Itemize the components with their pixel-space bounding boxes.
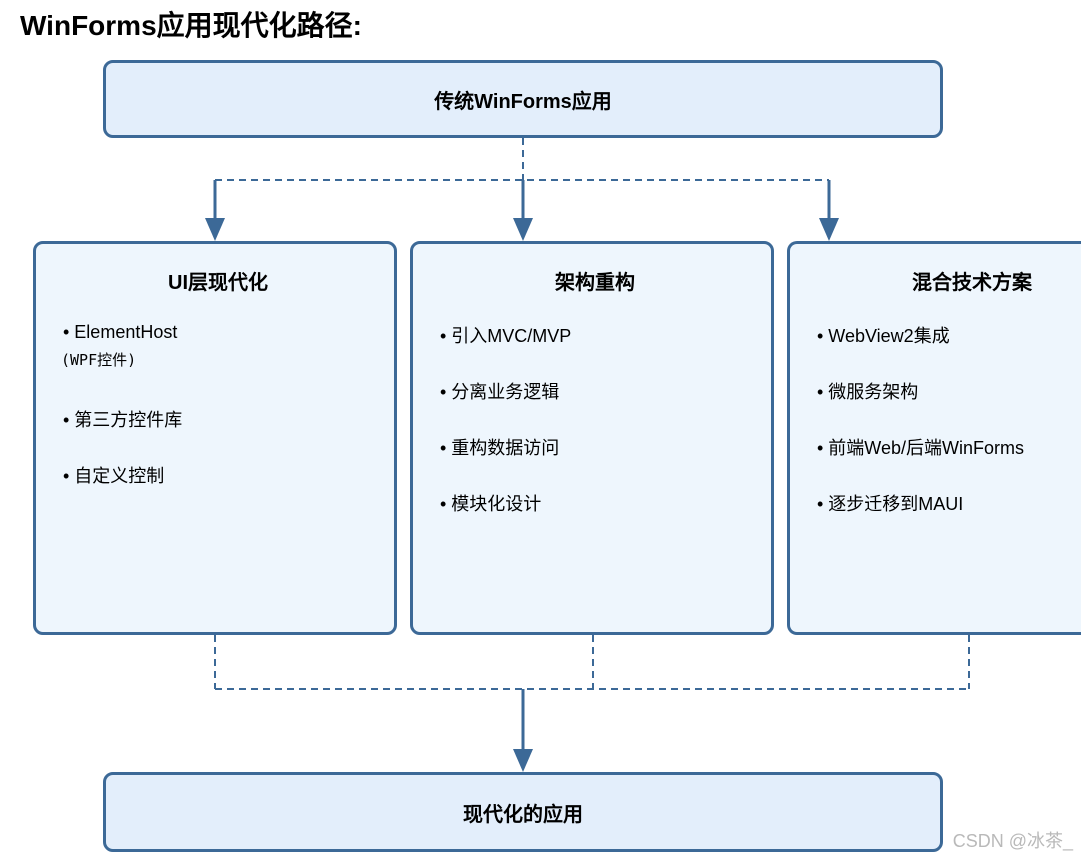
list-item: • 分离业务逻辑 [440,382,560,402]
top-box-label: 传统WinForms应用 [434,90,612,113]
column-ui-modernization: UI层现代化 • ElementHost (WPF控件) • 第三方控件库 • … [33,241,397,635]
list-item-note: (WPF控件) [61,351,137,369]
list-item: • 模块化设计 [440,494,542,514]
list-item: • 第三方控件库 [63,410,183,430]
list-item: • 逐步迁移到MAUI [817,494,964,514]
column-title: 架构重构 [555,272,635,294]
arrow-mid-head [513,218,533,241]
column-item-list: • WebView2集成 • 微服务架构 • 前端Web/后端WinForms … [817,322,1024,546]
bottom-box-label: 现代化的应用 [463,803,583,826]
column-architecture-refactor: 架构重构 • 引入MVC/MVP • 分离业务逻辑 • 重构数据访问 • 模块化… [410,241,774,635]
page-title: WinForms应用现代化路径: [20,10,362,41]
column-title: 混合技术方案 [912,272,1032,294]
list-item-label: • ElementHost [63,322,178,342]
list-item: • WebView2集成 [817,326,950,346]
list-item: • 引入MVC/MVP [440,326,572,346]
list-item: • 微服务架构 [817,382,919,402]
column-hybrid-tech: 混合技术方案 • WebView2集成 • 微服务架构 • 前端Web/后端Wi… [787,241,1081,635]
column-item-list: • 引入MVC/MVP • 分离业务逻辑 • 重构数据访问 • 模块化设计 [440,322,571,546]
column-item-list: • ElementHost (WPF控件) • 第三方控件库 • 自定义控制 [61,322,183,518]
column-title: UI层现代化 [168,272,268,294]
watermark: CSDN @冰茶_ [952,831,1073,851]
bottom-box: 现代化的应用 [103,772,943,852]
list-item: • ElementHost (WPF控件) [61,322,182,406]
top-box: 传统WinForms应用 [103,60,943,138]
list-item: • 自定义控制 [63,466,165,486]
arrow-left-head [205,218,225,241]
arrow-bottom-head [513,749,533,772]
list-item: • 前端Web/后端WinForms [817,438,1024,458]
list-item: • 重构数据访问 [440,438,560,458]
arrow-right-head [819,218,839,241]
